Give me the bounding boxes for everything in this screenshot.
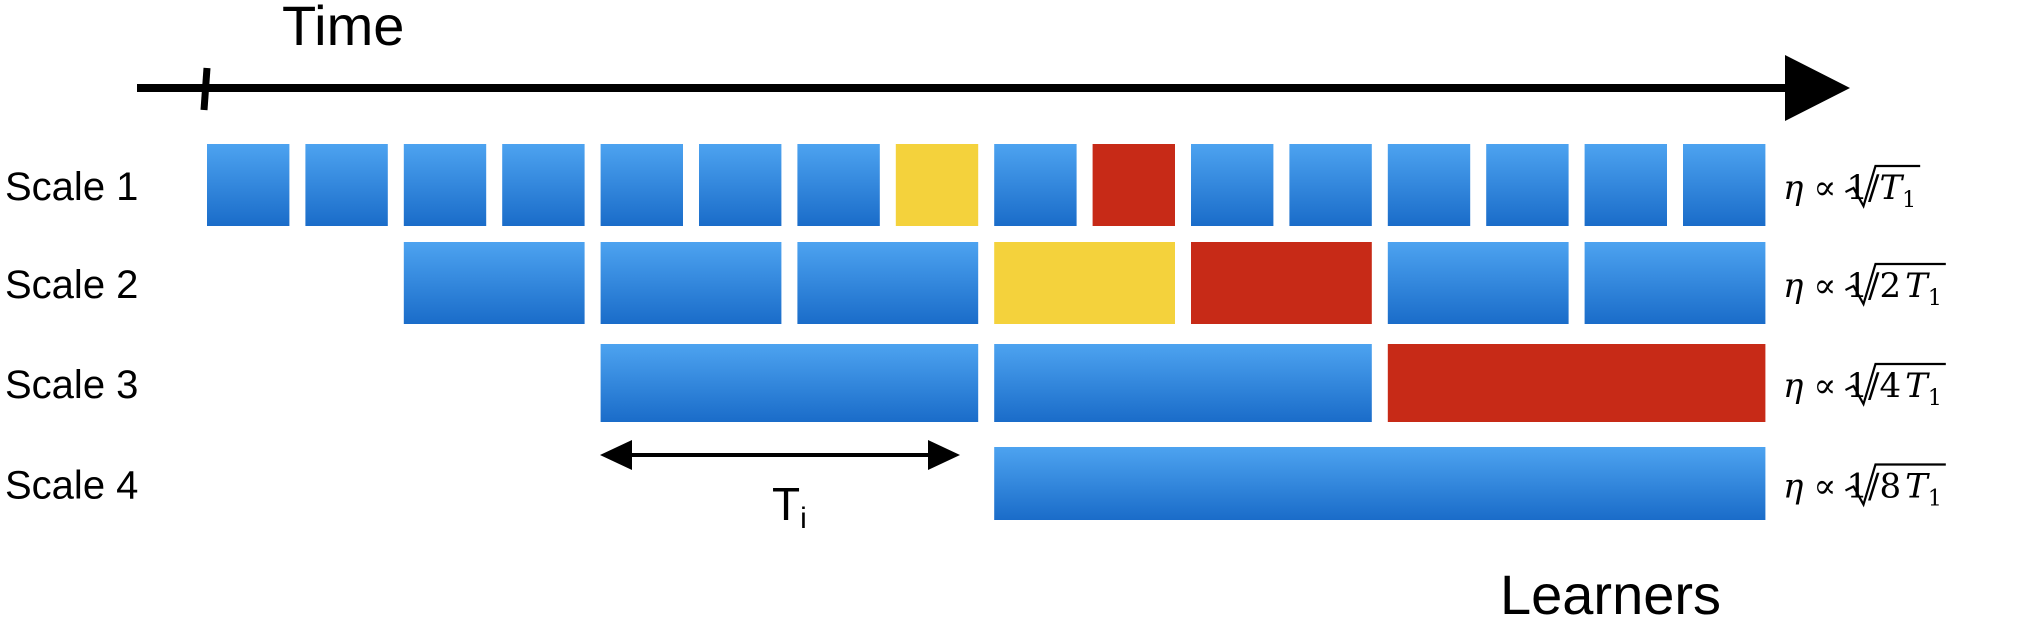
rate-eta: η bbox=[1783, 168, 1804, 208]
learner-block-blue bbox=[1584, 144, 1667, 226]
learner-block-blue bbox=[994, 447, 1766, 520]
scale-label: Scale 3 bbox=[5, 363, 138, 407]
rate-T: T bbox=[1879, 168, 1904, 208]
learner-block-blue bbox=[994, 344, 1372, 422]
scale-label: Scale 2 bbox=[5, 263, 138, 307]
learner-block-blue bbox=[1289, 144, 1372, 226]
rate-proportional: ∝ bbox=[1813, 467, 1836, 507]
interval-label: Ti bbox=[772, 478, 807, 535]
learner-block-red bbox=[1092, 144, 1175, 226]
learner-block-blue bbox=[305, 144, 388, 226]
rate-eta: η bbox=[1783, 467, 1804, 507]
interval-right-arrow-icon bbox=[928, 440, 960, 470]
radical-sign-icon bbox=[1844, 262, 1946, 307]
rate-factor: 8 bbox=[1879, 467, 1901, 507]
rate-subscript: 1 bbox=[1928, 386, 1942, 411]
rate-proportional: ∝ bbox=[1813, 266, 1836, 306]
rate-T: T bbox=[1905, 266, 1930, 306]
interval-label-main: T bbox=[772, 478, 800, 530]
learner-block-blue bbox=[1584, 242, 1766, 324]
learner-block-blue bbox=[600, 242, 782, 324]
rate-subscript: 1 bbox=[1928, 487, 1942, 512]
learner-block-blue bbox=[1387, 242, 1569, 324]
scale-label: Scale 1 bbox=[5, 165, 138, 209]
interval-left-arrow-icon bbox=[600, 440, 632, 470]
time-axis: Time bbox=[137, 0, 1850, 121]
learner-block-blue bbox=[403, 144, 487, 226]
rate-subscript: 1 bbox=[1902, 188, 1916, 213]
radical-sign-icon bbox=[1844, 463, 1946, 508]
learner-block-yellow bbox=[895, 144, 979, 226]
rate-T: T bbox=[1905, 366, 1930, 406]
rate-factor: 4 bbox=[1879, 366, 1901, 406]
learner-block-red bbox=[1191, 242, 1372, 324]
learner-block-blue bbox=[797, 144, 880, 226]
scale-label: Scale 4 bbox=[5, 464, 138, 508]
rate-factor: 2 bbox=[1879, 266, 1901, 306]
rate-subscript: 1 bbox=[1928, 286, 1942, 311]
learner-block-blue bbox=[797, 242, 979, 324]
rate-T: T bbox=[1905, 467, 1930, 507]
learner-block-blue bbox=[699, 144, 782, 226]
time-axis-label: Time bbox=[282, 0, 404, 57]
learner-block-yellow bbox=[994, 242, 1175, 324]
radical-sign-icon bbox=[1844, 164, 1921, 209]
rate-proportional: ∝ bbox=[1813, 366, 1836, 406]
rate-eta: η bbox=[1783, 366, 1804, 406]
learners-label: Learners bbox=[1500, 563, 1721, 626]
interval-indicator: Ti bbox=[600, 440, 960, 535]
learning-rate-formula: η∝1/T1 bbox=[1783, 168, 1916, 213]
radical-sign-icon bbox=[1844, 362, 1946, 407]
learner-block-blue bbox=[600, 344, 979, 422]
learner-block-blue bbox=[502, 144, 585, 226]
learner-block-blue bbox=[1387, 144, 1471, 226]
learner-block-blue bbox=[1683, 144, 1766, 226]
learner-block-blue bbox=[600, 144, 683, 226]
learner-block-blue bbox=[403, 242, 585, 324]
time-axis-start-tick bbox=[200, 67, 211, 111]
rate-proportional: ∝ bbox=[1813, 168, 1836, 208]
interval-label-subscript: i bbox=[800, 502, 807, 535]
learner-block-blue bbox=[207, 144, 290, 226]
learner-block-red bbox=[1387, 344, 1766, 422]
learner-block-blue bbox=[1486, 144, 1569, 226]
learner-block-blue bbox=[1191, 144, 1274, 226]
learner-block-blue bbox=[994, 144, 1077, 226]
rate-eta: η bbox=[1783, 266, 1804, 306]
time-axis-arrowhead-icon bbox=[1785, 55, 1850, 121]
